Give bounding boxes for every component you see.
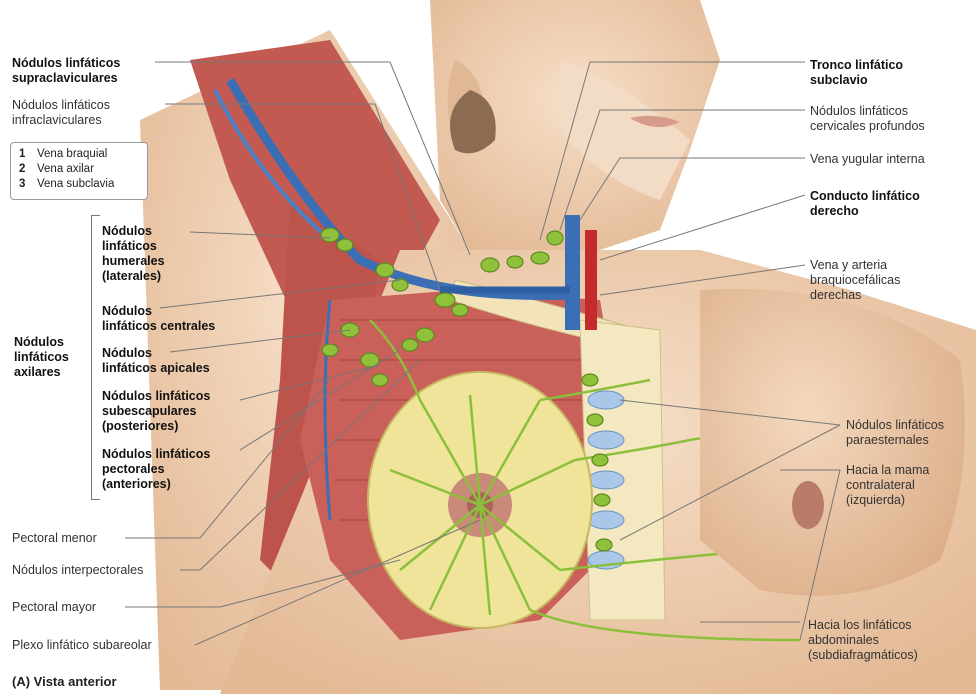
arteria — [585, 230, 597, 330]
label-cervicales-profundos: Nódulos linfáticos cervicales profundos — [810, 104, 925, 134]
label-conducto-derecho: Conducto linfático derecho — [810, 189, 920, 219]
legend-text: Vena subclavia — [37, 177, 114, 192]
figure-caption: (A) Vista anterior — [12, 674, 117, 689]
legend-num: 2 — [19, 162, 29, 177]
label-pectoral-menor: Pectoral menor — [12, 531, 97, 546]
label-humerales: Nódulos linfáticos humerales (laterales) — [102, 224, 165, 284]
label-interpectorales: Nódulos interpectorales — [12, 563, 143, 578]
label-subescapulares: Nódulos linfáticos subescapulares (poste… — [102, 389, 210, 434]
legend-row-2: 2 Vena axilar — [19, 162, 147, 177]
label-braquiocefalicas: Vena y arteria braquiocefálicas derechas — [810, 258, 900, 303]
label-plexo-subareolar: Plexo linfático subareolar — [12, 638, 152, 653]
legend-num: 1 — [19, 147, 29, 162]
legend-text: Vena braquial — [37, 147, 107, 162]
vena-yugular — [565, 215, 580, 330]
sternum — [580, 320, 665, 620]
label-mama-contralateral: Hacia la mama contralateral (izquierda) — [846, 463, 929, 508]
legend-text: Vena axilar — [37, 162, 94, 177]
label-centrales: Nódulos linfáticos centrales — [102, 304, 215, 334]
label-paraesternales: Nódulos linfáticos paraesternales — [846, 418, 944, 448]
label-abdominales: Hacia los linfáticos abdominales (subdia… — [808, 618, 918, 663]
legend-num: 3 — [19, 177, 29, 192]
label-supraclaviculares: Nódulos linfáticos supraclaviculares — [12, 56, 120, 86]
legend-row-1: 1 Vena braquial — [19, 147, 147, 162]
label-pectoral-mayor: Pectoral mayor — [12, 600, 96, 615]
label-tronco-subclavio: Tronco linfático subclavio — [810, 58, 903, 88]
label-apicales: Nódulos linfáticos apicales — [102, 346, 210, 376]
axillary-bracket — [91, 215, 100, 500]
label-vena-yugular: Vena yugular interna — [810, 152, 925, 167]
label-infraclaviculares: Nódulos linfáticos infraclaviculares — [12, 98, 110, 128]
left-areola — [792, 481, 824, 529]
label-pectorales: Nódulos linfáticos pectorales (anteriore… — [102, 447, 210, 492]
legend-row-3: 3 Vena subclavia — [19, 177, 147, 192]
label-axilares: Nódulos linfáticos axilares — [14, 335, 69, 380]
vein-legend: 1 Vena braquial 2 Vena axilar 3 Vena sub… — [10, 142, 148, 200]
